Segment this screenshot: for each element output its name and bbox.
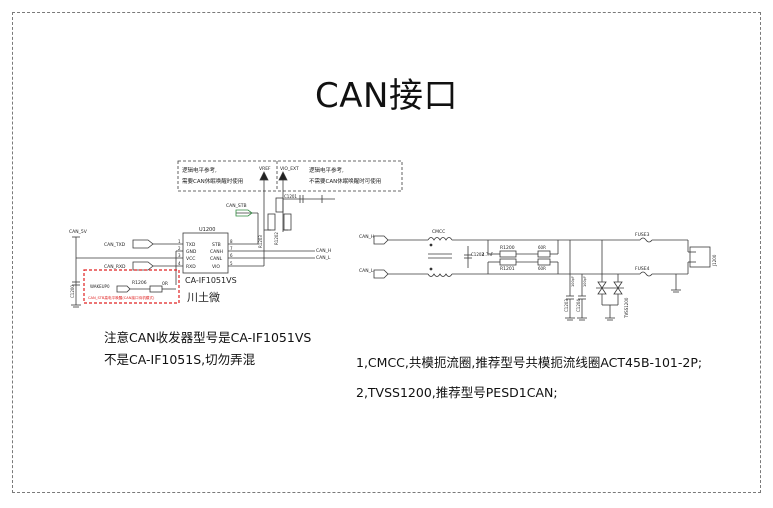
warning-note: CAN_STB高电平唤醒(CAN接口待机模式) <box>88 295 155 300</box>
ref-r1206: R1206 <box>132 280 147 286</box>
ic-pinnum-l1: 1 <box>178 239 181 244</box>
warning-wakeup: WAKEUP0 <box>90 284 110 289</box>
net-can-stb: CAN_STB <box>226 203 247 209</box>
val-r1201: 60R <box>538 266 546 271</box>
choke-label: CMCC <box>432 229 445 235</box>
ref-c1204: C1204 <box>576 299 581 312</box>
ic-pin-l3: VCC <box>186 256 195 262</box>
power-label-vref: VREF <box>259 166 271 172</box>
ic-pinnum-r4: 5 <box>230 261 233 266</box>
ic-pinnum-l3: 3 <box>178 253 181 258</box>
val-c1203: 100pF <box>571 276 575 287</box>
ic-pin-r1: STB <box>212 242 221 248</box>
net-can-5v: CAN_5V <box>69 229 88 235</box>
net-can-l-left: CAN_L <box>316 255 331 261</box>
note-right-1: 1,CMCC,共模扼流圈,推荐型号共模扼流线圈ACT45B-101-2P; <box>356 355 703 370</box>
note-left-1: 注意CAN收发器型号是CA-IF1051VS <box>104 330 312 345</box>
callout-right-line1: 逻辑电平参考, <box>309 166 344 174</box>
ref-c1200: C1200 <box>70 285 75 298</box>
ic-pinnum-r1: 8 <box>230 239 233 244</box>
ic-pin-l1: TXD <box>185 242 196 248</box>
note-left-2: 不是CA-IF1051S,切勿弄混 <box>104 352 256 367</box>
warning-box <box>83 269 180 304</box>
ref-fuse3: FUSE3 <box>635 232 650 238</box>
ref-r1202: R1202 <box>274 232 279 245</box>
val-c1204: 100pF <box>583 276 587 287</box>
val-c1202: 4.7nF <box>482 252 494 257</box>
ic-pinnum-l2: 2 <box>178 246 181 251</box>
note-right-2: 2,TVSS1200,推荐型号PESD1CAN; <box>356 385 558 400</box>
resistor-r1202 <box>283 213 292 231</box>
ic-pin-l4: RXD <box>186 264 196 270</box>
ref-tvs: TVSS1200 <box>624 297 629 319</box>
ic-pinnum-r3: 6 <box>230 253 233 258</box>
ref-r1203: R1203 <box>258 235 263 248</box>
net-can-txd: CAN_TXD <box>104 242 126 248</box>
power-label-vio: VIO_EXT <box>280 166 299 172</box>
ref-fuse4: FUSE4 <box>635 266 650 272</box>
ic-vendor: 川土微 <box>187 290 220 304</box>
vio-arrow <box>278 171 288 181</box>
port-can-l: CAN_L <box>359 268 374 274</box>
val-0r: 0R <box>162 281 168 287</box>
ref-r1201: R1201 <box>500 266 515 272</box>
callout-left-line2: 需要CAN休眠唤醒时使用 <box>182 177 243 185</box>
ref-c1203: C1203 <box>564 299 569 312</box>
vref-arrow <box>259 171 269 181</box>
page-title: CAN接口 <box>315 76 458 116</box>
ic-pinnum-r2: 7 <box>230 246 233 251</box>
slide-border <box>12 12 761 493</box>
resistor-r1202-top <box>275 197 284 213</box>
ic-pin-r4: VIO <box>212 264 220 270</box>
ic-part-number: CA-IF1051VS <box>185 276 237 285</box>
ref-r1200: R1200 <box>500 245 515 251</box>
callout-left-line1: 逻辑电平参考, <box>182 166 217 174</box>
ic-pinnum-l4: 4 <box>178 261 181 266</box>
ref-c1202: C1202 <box>471 252 484 257</box>
ref-j1200: J1200 <box>712 254 717 267</box>
ic-u1200 <box>182 232 229 274</box>
val-r1200: 60R <box>538 245 546 250</box>
net-can-h-left: CAN_H <box>316 248 331 254</box>
callout-box <box>177 160 403 192</box>
resistor-r1203 <box>267 213 276 231</box>
ic-pin-r3: CANL <box>210 256 223 262</box>
net-can-rxd: CAN_RXD <box>104 264 126 270</box>
ref-c1201: C1201 <box>284 194 297 199</box>
ic-pin-l2: GND <box>186 249 197 255</box>
ic-ref: U1200 <box>199 227 215 233</box>
ic-pin-r2: CANH <box>210 249 223 255</box>
callout-right-line2: 不需要CAN休眠唤醒时可使用 <box>309 177 381 185</box>
port-can-h: CAN_H <box>359 234 374 240</box>
